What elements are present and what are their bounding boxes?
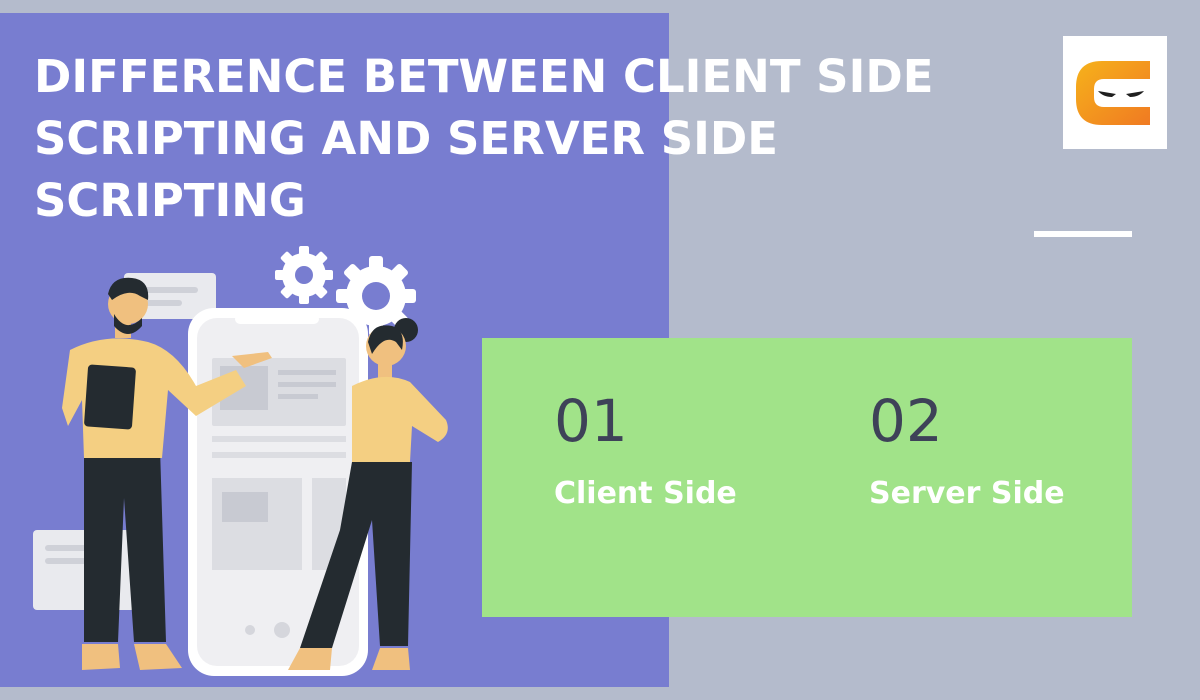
gear-icon	[275, 246, 333, 304]
page-title: DIFFERENCE BETWEEN CLIENT SIDE SCRIPTING…	[34, 46, 934, 232]
decorative-dash	[1034, 231, 1132, 237]
ninja-logo-icon	[1076, 61, 1150, 125]
smartphone-icon	[188, 308, 368, 676]
brand-logo	[1063, 36, 1167, 149]
gear-icon	[336, 256, 416, 336]
man-figure	[62, 277, 272, 670]
comparison-card: 01 Client Side 02 Server Side	[482, 338, 1132, 617]
title-line-3: SCRIPTING	[34, 174, 306, 227]
people-with-smartphone-illustration	[33, 246, 448, 676]
title-line-1: DIFFERENCE BETWEEN CLIENT SIDE	[34, 50, 934, 103]
title-line-2: SCRIPTING AND SERVER SIDE	[34, 112, 778, 165]
woman-figure	[288, 318, 448, 670]
item-label: Server Side	[869, 476, 1065, 511]
item-number: 02	[869, 387, 943, 455]
item-number: 01	[554, 387, 628, 455]
item-label: Client Side	[554, 476, 737, 511]
